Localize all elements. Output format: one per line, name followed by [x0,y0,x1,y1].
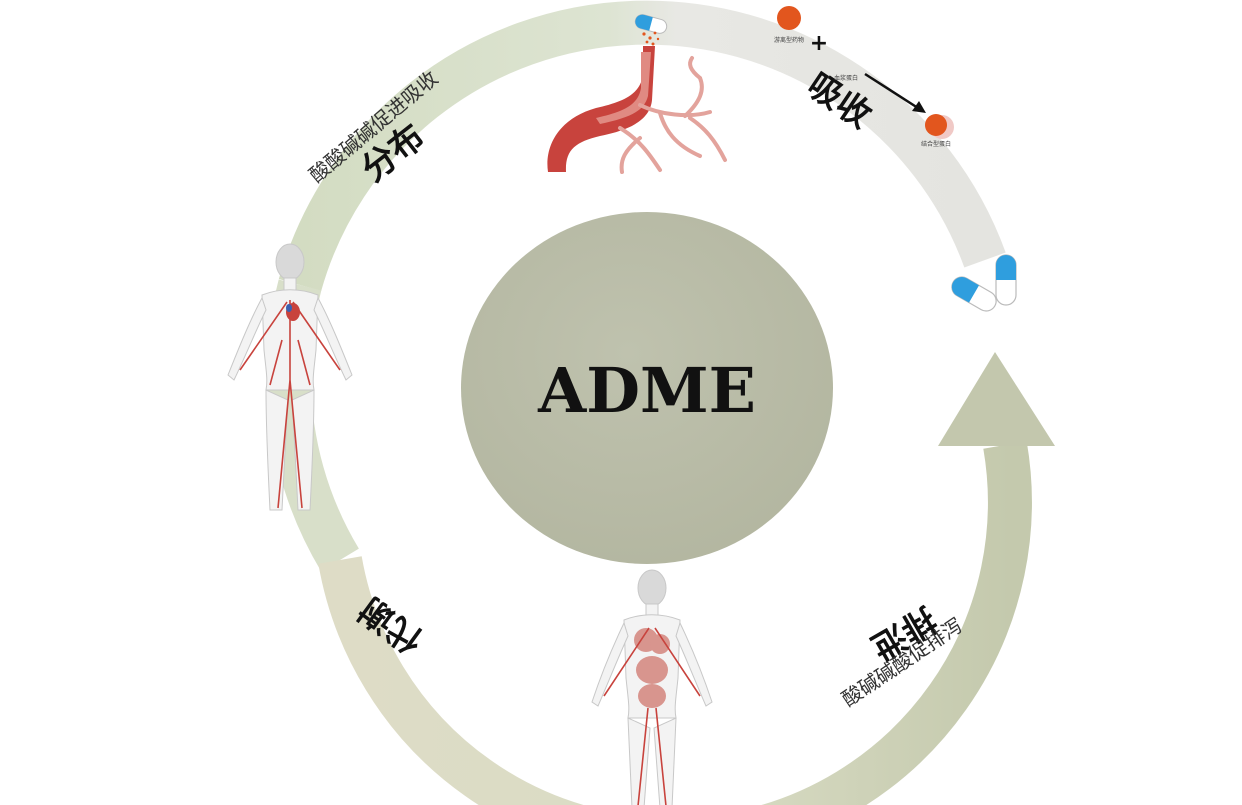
bound-protein-dot [925,114,947,136]
capsule-icon [951,254,1017,312]
human-body-circulation-icon [227,243,353,511]
free-drug-dot [777,6,801,30]
top-capsule-icon [634,14,668,34]
ring-arc-top [278,0,1006,291]
human-body-organs-icon [591,569,713,805]
free-drug-label: 游离型药物 [774,36,804,44]
artery-icon [547,46,727,174]
ring-arc-bottom [318,441,1032,805]
ring-arrowhead [938,352,1055,446]
plasma-protein-label: 血浆蛋白 [834,74,858,82]
reaction-group: 游离型药物 + 血浆蛋白 结合型蛋白 [774,6,954,148]
reaction-arrowhead [912,101,926,113]
reaction-arrow-icon [864,72,919,110]
drug-particles [642,31,660,46]
center-title: ADME [537,354,756,427]
bound-protein-label: 结合型蛋白 [921,140,951,148]
plus-sign: + [810,31,828,56]
center-circle [461,212,833,564]
